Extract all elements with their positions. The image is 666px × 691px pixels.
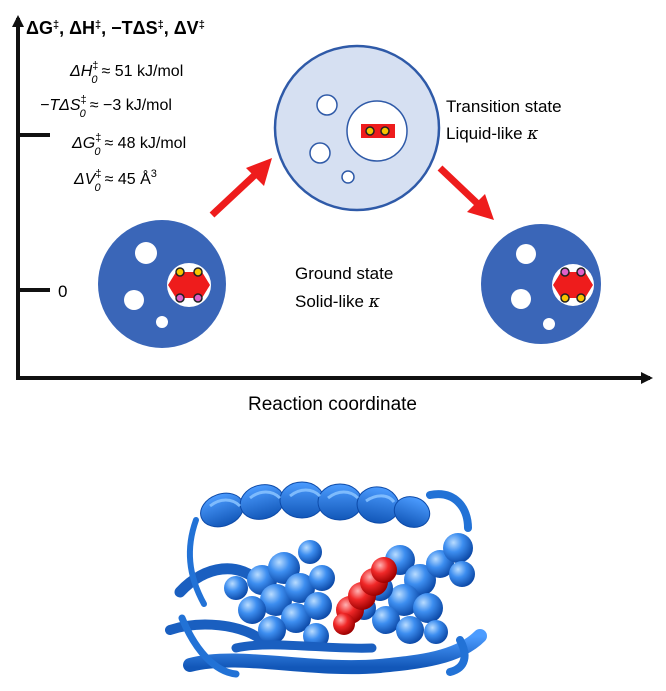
y-axis-title: ΔG‡, ΔH‡, −TΔS‡, ΔV‡: [26, 18, 205, 38]
arrow-down-icon: [437, 165, 494, 220]
transition-state-sublabel: Liquid-like κ: [446, 124, 538, 144]
transition-state-label: Transition state: [446, 97, 562, 116]
transition-state-cavity-icon: [273, 44, 441, 212]
equations: ΔH‡0≈ 51 kJ/mol −TΔS‡0≈ −3 kJ/mol ΔG‡0≈ …: [40, 60, 186, 194]
ground-state-cavity-icon: [98, 220, 226, 348]
ground-state-sublabel: Solid-like κ: [295, 292, 380, 312]
product-state-cavity-icon: [481, 224, 601, 344]
equation-dG: ΔG‡0≈ 48 kJ/mol: [71, 132, 186, 158]
equation-TdS: −TΔS‡0≈ −3 kJ/mol: [40, 94, 172, 120]
y-tick-zero-label: 0: [58, 282, 67, 301]
ground-state-label: Ground state: [295, 264, 393, 283]
equation-dV: ΔV‡0≈ 45 Å3: [73, 168, 157, 194]
protein-structure-icon: [165, 481, 487, 678]
arrow-up-icon: [209, 158, 272, 218]
x-axis-title: Reaction coordinate: [248, 394, 417, 415]
equation-dH: ΔH‡0≈ 51 kJ/mol: [69, 60, 183, 86]
